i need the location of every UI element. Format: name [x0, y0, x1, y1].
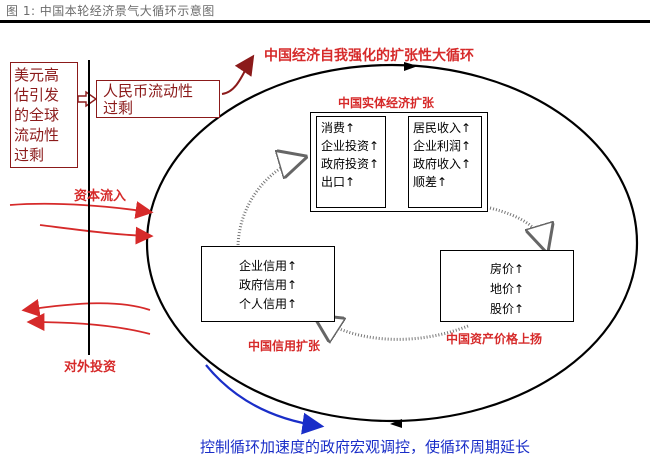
asset-item-land: 地价↑ — [489, 282, 525, 296]
capital-inflow-arrow-1 — [9, 201, 154, 219]
asset-item-housing: 房价↑ — [489, 262, 525, 276]
figure-title: 图 1: 中国本轮经济景气大循环示意图 — [6, 4, 215, 18]
inner-cycle-arrow-left — [236, 158, 302, 249]
usd-liquidity-line-2: 估引发 — [14, 86, 60, 104]
usd-liquidity-box: 美元高 估引发 的全球 流动性 过剩 — [10, 62, 78, 168]
outward-investment-arrow-2 — [26, 313, 151, 335]
policy-control-label: 控制循环加速度的政府宏观调控，使循环周期延长 — [200, 438, 531, 456]
rmb-liquidity-line-2: 过剩 — [103, 99, 134, 117]
usd-liquidity-line-4: 流动性 — [14, 126, 60, 144]
credit-item-government: 政府信用↑ — [238, 278, 298, 292]
income-item-household: 居民收入↑ — [413, 121, 472, 135]
income-item-government: 政府收入↑ — [413, 157, 472, 171]
usd-liquidity-line-1: 美元高 — [14, 66, 60, 84]
income-item-corporate-profit: 企业利润↑ — [413, 139, 472, 153]
title-rule — [0, 20, 650, 23]
demand-item-corporate-investment: 企业投资↑ — [321, 139, 380, 153]
demand-item-government-investment: 政府投资↑ — [321, 157, 380, 171]
credit-item-personal: 个人信用↑ — [238, 297, 298, 311]
cycle-top-arrowhead — [404, 62, 418, 71]
asset-item-stock: 股价↑ — [489, 302, 525, 316]
asset-price-box: 房价↑ 地价↑ 股价↑ — [440, 250, 574, 322]
outward-investment-arrow-1 — [21, 299, 151, 317]
credit-box: 企业信用↑ 政府信用↑ 个人信用↑ — [201, 246, 335, 322]
asset-price-rise-label: 中国资产价格上扬 — [446, 332, 543, 346]
demand-item-exports: 出口↑ — [321, 175, 356, 189]
usd-liquidity-line-5: 过剩 — [14, 146, 45, 164]
capital-inflow-label: 资本流入 — [74, 189, 127, 204]
usd-liquidity-line-3: 的全球 — [14, 106, 60, 124]
real-economy-expansion-label: 中国实体经济扩张 — [338, 96, 435, 110]
rmb-liquidity-line-1: 人民币流动性 — [103, 82, 194, 100]
self-reinforcing-arrow — [221, 54, 255, 95]
policy-control-arrow — [205, 364, 325, 435]
capital-inflow-arrow-2 — [39, 224, 154, 245]
cycle-bottom-arrowhead — [390, 419, 402, 428]
usd-to-rmb-arrow — [77, 90, 98, 108]
income-item-trade-surplus: 顺差↑ — [413, 175, 448, 189]
demand-item-consumption: 消费↑ — [321, 121, 356, 135]
credit-expansion-label: 中国信用扩张 — [248, 339, 321, 353]
outward-investment-label: 对外投资 — [64, 360, 117, 375]
demand-box: 消费↑ 企业投资↑ 政府投资↑ 出口↑ — [316, 116, 386, 208]
self-reinforcing-cycle-label: 中国经济自我强化的扩张性大循环 — [264, 48, 474, 64]
rmb-liquidity-box: 人民币流动性 过剩 — [96, 80, 220, 118]
income-box: 居民收入↑ 企业利润↑ 政府收入↑ 顺差↑ — [408, 116, 482, 208]
credit-item-corporate: 企业信用↑ — [238, 259, 298, 273]
inner-cycle-arrow-bottom — [318, 318, 469, 339]
inner-cycle-arrow-right — [489, 206, 546, 248]
border-line — [88, 60, 90, 355]
